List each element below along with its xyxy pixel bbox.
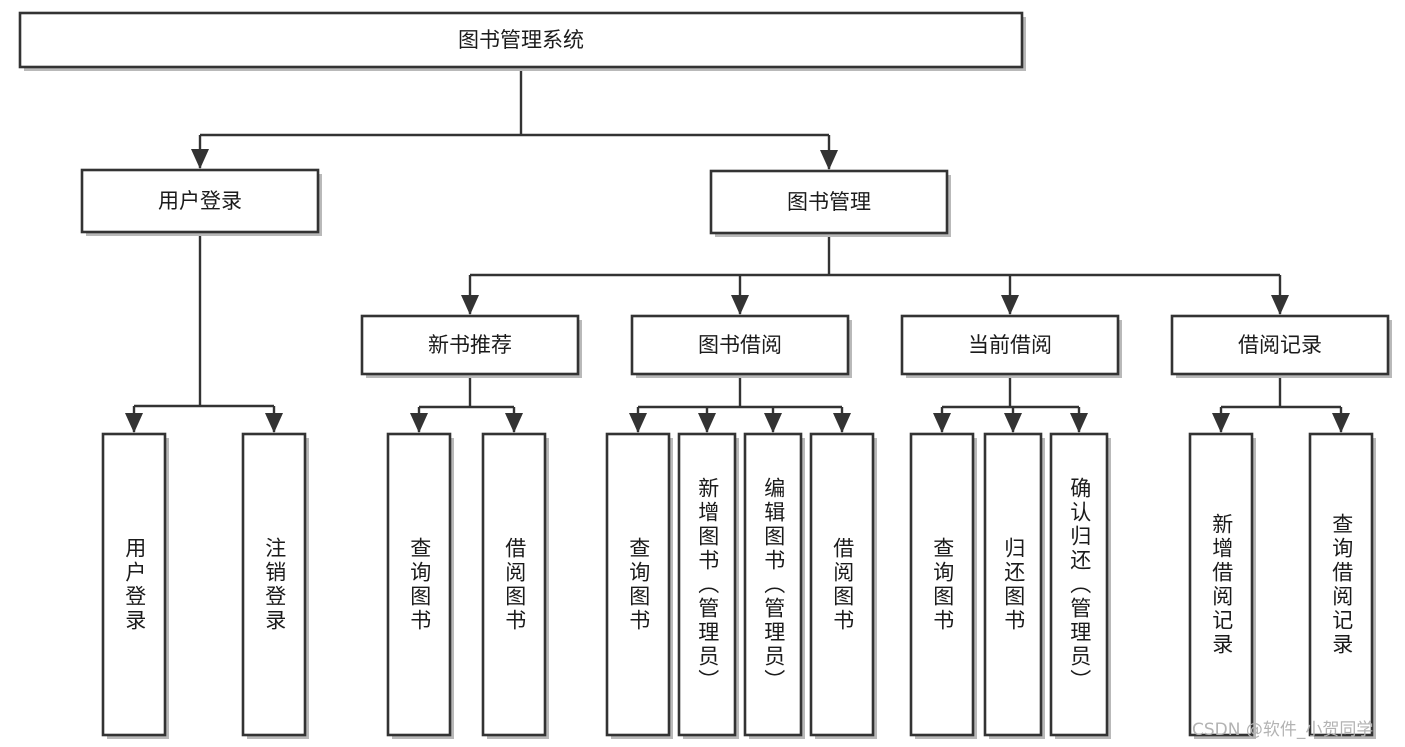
node-box-leaf-edit-book-admin[interactable]: [743, 432, 803, 737]
node-label-root: 图书管理系统: [458, 28, 584, 52]
node-box-book-borrow[interactable]: [630, 314, 850, 376]
userlogin-to-leaves-arrow-0: [125, 413, 143, 433]
current-borrow-to-leaves-arrow-0: [933, 413, 951, 433]
node-box-leaf-confirm-return-admin[interactable]: [1049, 432, 1109, 737]
bookmgmt-to-level3-arrow-1: [731, 295, 749, 315]
node-box-leaf-query-borrow-record[interactable]: [1308, 432, 1374, 737]
node-label-new-book-recommend: 新书推荐: [428, 333, 512, 357]
node-box-new-book-recommend[interactable]: [360, 314, 580, 376]
node-box-current-borrow[interactable]: [900, 314, 1120, 376]
bookmgmt-to-level3-arrow-2: [1001, 295, 1019, 315]
node-box-book-management[interactable]: [709, 169, 949, 235]
new-book-recommend-to-leaves-arrow-0: [410, 413, 428, 433]
bookmgmt-to-level3-arrow-0: [461, 295, 479, 315]
node-label-book-borrow: 图书借阅: [698, 333, 782, 357]
node-box-leaf-query-book-current[interactable]: [909, 432, 975, 737]
root-to-level2-arrow-0: [191, 149, 209, 169]
node-box-leaf-borrow-book[interactable]: [809, 432, 875, 737]
node-label-book-management: 图书管理: [787, 190, 871, 214]
current-borrow-to-leaves-arrow-2: [1070, 413, 1088, 433]
book-borrow-to-leaves-arrow-3: [833, 413, 851, 433]
book-borrow-to-leaves-arrow-0: [629, 413, 647, 433]
borrow-records-to-leaves-arrow-0: [1212, 413, 1230, 433]
node-box-leaf-add-book-admin[interactable]: [677, 432, 737, 737]
node-box-leaf-query-book-new[interactable]: [386, 432, 452, 737]
userlogin-to-leaves-arrow-1: [265, 413, 283, 433]
node-box-user-login[interactable]: [80, 168, 320, 234]
new-book-recommend-to-leaves-arrow-1: [505, 413, 523, 433]
node-label-borrow-records: 借阅记录: [1238, 333, 1322, 357]
connectors-layer: [125, 67, 1350, 433]
node-box-leaf-user-login[interactable]: [101, 432, 167, 737]
nodes-layer: [18, 11, 1392, 739]
node-box-root[interactable]: [18, 11, 1024, 69]
node-box-leaf-add-borrow-record[interactable]: [1188, 432, 1254, 737]
book-borrow-to-leaves-arrow-1: [698, 413, 716, 433]
csdn-watermark: CSDN @软件_小贺同学: [1192, 720, 1374, 740]
node-box-leaf-query-book-borrow[interactable]: [605, 432, 671, 737]
node-label-current-borrow: 当前借阅: [968, 333, 1052, 357]
bookmgmt-to-level3-arrow-3: [1271, 295, 1289, 315]
node-box-borrow-records[interactable]: [1170, 314, 1390, 376]
root-to-level2-arrow-1: [820, 150, 838, 170]
node-box-leaf-logout[interactable]: [241, 432, 307, 737]
node-box-leaf-return-book[interactable]: [983, 432, 1043, 737]
node-label-user-login: 用户登录: [158, 189, 242, 213]
book-borrow-to-leaves-arrow-2: [764, 413, 782, 433]
borrow-records-to-leaves-arrow-1: [1332, 413, 1350, 433]
node-box-leaf-borrow-book-new[interactable]: [481, 432, 547, 737]
current-borrow-to-leaves-arrow-1: [1004, 413, 1022, 433]
